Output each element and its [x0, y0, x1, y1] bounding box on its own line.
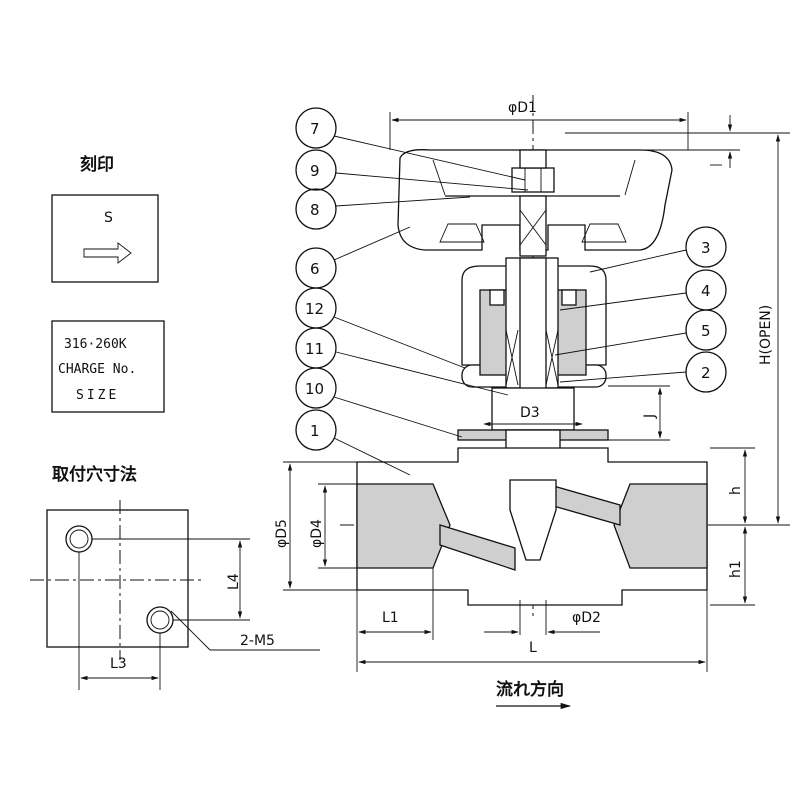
- dim-d1: φD1: [508, 100, 537, 116]
- callout-3: 3: [701, 239, 711, 257]
- callout-6: 6: [310, 260, 320, 278]
- flow-arrow-icon: [83, 242, 132, 264]
- dim-d3: D3: [520, 405, 540, 421]
- dim-h: h: [728, 486, 744, 495]
- handle-nut: [511, 167, 555, 193]
- plate-line-3: SIZE: [76, 388, 119, 403]
- stamp-flow-letter: S: [104, 210, 113, 226]
- dim-j: J: [642, 414, 658, 419]
- inlet-port: [356, 483, 451, 569]
- callout-10: 10: [305, 380, 324, 398]
- dim-l3: L3: [110, 656, 127, 672]
- callout-11: 11: [305, 340, 324, 358]
- dim-h1: h1: [728, 560, 744, 578]
- callout-8: 8: [310, 201, 320, 219]
- dim-d5: φD5: [274, 519, 290, 548]
- callout-5: 5: [701, 322, 711, 340]
- stem: [519, 257, 547, 409]
- dim-d2: φD2: [572, 610, 601, 626]
- stamp-flow-box: [51, 194, 159, 283]
- callout-2: 2: [701, 364, 711, 382]
- stamp-title: 刻印: [80, 154, 114, 175]
- dim-l: L: [529, 640, 537, 656]
- mounting-plate: [46, 509, 189, 648]
- dim-h-open: H(OPEN): [758, 305, 774, 365]
- needle-stem: [509, 479, 557, 561]
- plate-line-2: CHARGE No.: [58, 362, 136, 377]
- callout-12: 12: [305, 300, 324, 318]
- stamp-plate: [51, 320, 165, 413]
- outlet-port: [613, 483, 708, 569]
- callout-group: [295, 107, 727, 476]
- callout-4: 4: [701, 282, 711, 300]
- dim-l4: L4: [226, 573, 242, 590]
- callout-1: 1: [310, 422, 320, 440]
- callout-7: 7: [310, 120, 320, 138]
- hole-spec: 2-M5: [240, 633, 275, 649]
- flow-direction-label: 流れ方向: [496, 679, 564, 700]
- stem-upper: [519, 195, 547, 257]
- dim-l1: L1: [382, 610, 399, 626]
- plate-line-1: 316·260K: [64, 337, 127, 352]
- dim-d4: φD4: [309, 519, 325, 548]
- callout-9: 9: [310, 162, 320, 180]
- mounting-title: 取付穴寸法: [52, 464, 137, 485]
